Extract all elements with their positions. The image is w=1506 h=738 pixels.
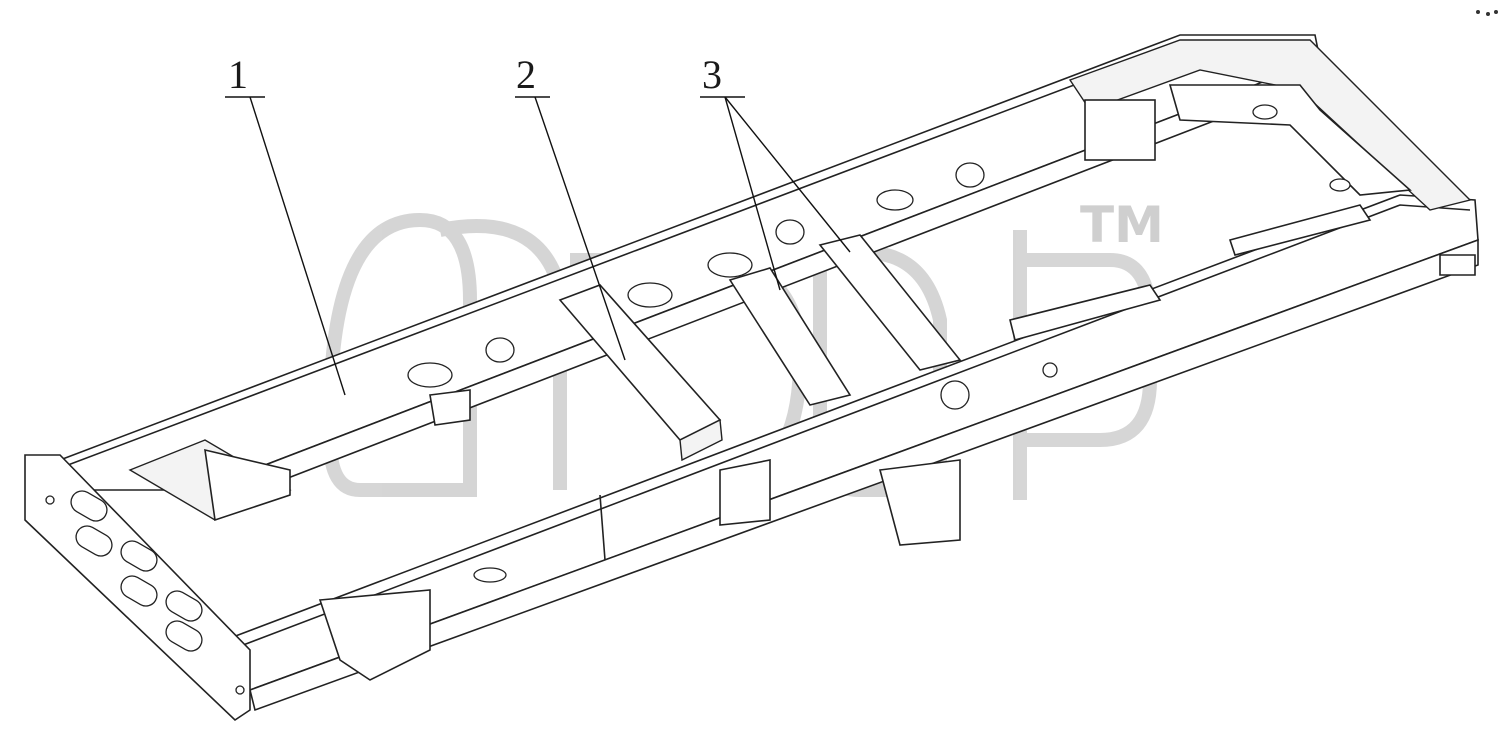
cross-member-3b	[818, 234, 962, 371]
callout-label-2: 2	[516, 52, 536, 97]
callout-label-3: 3	[702, 52, 722, 97]
callout-leaders	[225, 96, 851, 396]
cross-member-2	[558, 284, 723, 462]
rear-end-frame	[1068, 39, 1472, 211]
right-side-rail	[224, 194, 1479, 712]
cross-member-front	[128, 439, 292, 522]
corner-mark	[1476, 10, 1498, 16]
watermark-trademark: TM	[1080, 196, 1164, 254]
rail-brackets	[318, 204, 1476, 681]
cross-member-3a	[728, 267, 852, 406]
front-bumper-plate	[24, 454, 251, 722]
callout-label-1: 1	[228, 52, 248, 97]
